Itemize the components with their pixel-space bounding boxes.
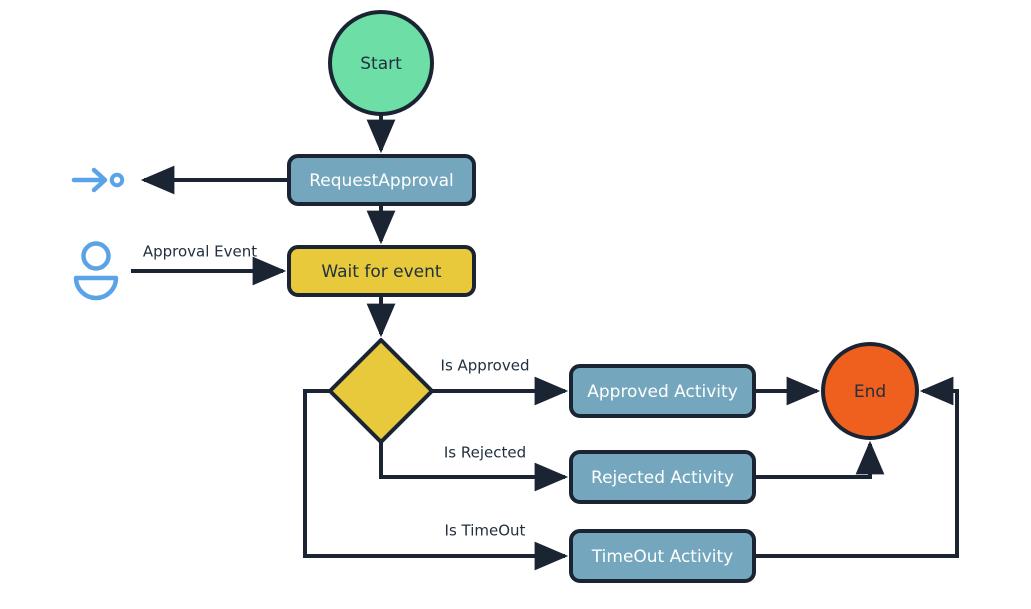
send-icon-head [91, 167, 108, 193]
edge-decision-to-timeout [303, 389, 569, 571]
rejected-activity-label: Rejected Activity [591, 468, 734, 488]
edge-label-is-approved: Is Approved [441, 357, 530, 375]
edge-label-approval-event: Approval Event [143, 243, 257, 261]
person-icon-head [81, 241, 111, 271]
request-approval-label: RequestApproval [309, 171, 453, 191]
wait-for-event-label: Wait for event [321, 262, 441, 282]
request-approval-box-shape [287, 154, 476, 206]
approved-activity-label: Approved Activity [587, 382, 738, 402]
edge-labels-layer: Approval Event Is Approved Is Rejected I… [143, 243, 530, 540]
timeout-activity-box-shape [569, 529, 756, 583]
timeout-activity-label: TimeOut Activity [591, 547, 733, 567]
edge-timeout-to-end [754, 376, 959, 558]
node-approved-activity[interactable]: Approved Activity [569, 364, 756, 418]
edge-decision-to-rejected [379, 442, 569, 492]
person-icon-body [73, 275, 119, 301]
send-icon[interactable] [71, 167, 125, 193]
send-icon-target-circle [109, 172, 125, 188]
nodes-layer: Start RequestApproval Wait for event App… [287, 10, 919, 583]
start-label: Start [360, 54, 402, 74]
node-wait-for-event[interactable]: Wait for event [287, 245, 476, 297]
edge-rejected-to-end [754, 440, 885, 479]
node-request-approval[interactable]: RequestApproval [287, 154, 476, 206]
end-label: End [854, 382, 886, 402]
node-start[interactable]: Start [328, 10, 434, 116]
node-end[interactable]: End [821, 342, 919, 440]
wait-for-event-box-shape [287, 245, 476, 297]
node-timeout-activity[interactable]: TimeOut Activity [569, 529, 756, 583]
start-circle-shape [328, 10, 434, 116]
end-circle-shape [821, 342, 919, 440]
person-icon[interactable] [73, 241, 119, 301]
node-rejected-activity[interactable]: Rejected Activity [569, 450, 756, 504]
edge-label-is-rejected: Is Rejected [444, 444, 526, 462]
edges-layer [131, 114, 959, 571]
approved-activity-box-shape [569, 364, 756, 418]
rejected-activity-box-shape [569, 450, 756, 504]
edge-label-is-timeout: Is TimeOut [445, 522, 526, 540]
node-decision[interactable] [328, 338, 434, 444]
decision-diamond-shape [328, 338, 434, 444]
icons-layer [71, 167, 125, 301]
